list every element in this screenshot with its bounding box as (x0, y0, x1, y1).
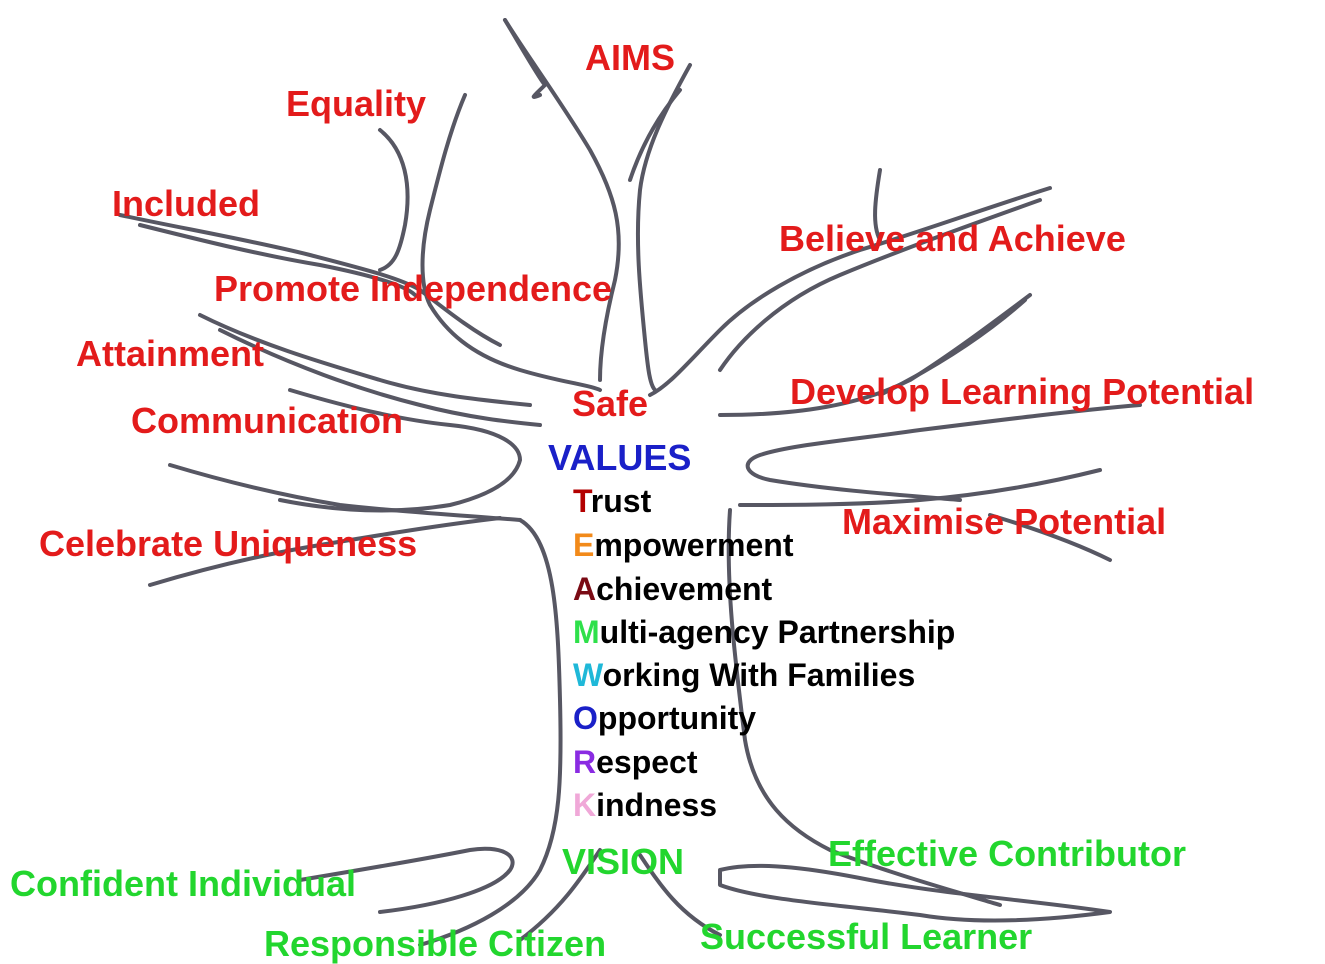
aim-promote-independence: Promote Independence (214, 268, 613, 309)
vision-confident-individual: Confident Individual (10, 863, 356, 904)
aim-included: Included (112, 183, 261, 224)
values-title: VALUES (548, 437, 692, 478)
value-rest: indness (596, 787, 718, 823)
value-rest: orking With Families (602, 657, 916, 693)
trunk-right-edge (726, 508, 1002, 907)
aim-believe-and-achieve: Believe and Achieve (779, 218, 1126, 259)
value-initial: A (573, 571, 597, 607)
vision-successful-learner: Successful Learner (700, 916, 1033, 957)
value-initial: O (573, 700, 598, 736)
branch-celebrate-lower (148, 516, 502, 587)
aim-celebrate-uniqueness: Celebrate Uniqueness (39, 523, 418, 564)
value-initial: R (573, 744, 597, 780)
value-rest: ulti-agency Partnership (599, 614, 956, 650)
branch-maximise-fork (988, 513, 1112, 562)
branch-aims-tip (503, 18, 547, 99)
branch-believe-upper (873, 168, 882, 242)
branch-maximise (745, 403, 1142, 502)
branch-believe (648, 186, 1052, 397)
vision-effective-contributor: Effective Contributor (828, 833, 1187, 874)
vision-title: VISION (562, 841, 685, 882)
branch-aims-right (635, 63, 692, 392)
value-initial: E (573, 527, 595, 563)
aims-title: AIMS (585, 37, 675, 78)
aim-attainment: Attainment (76, 333, 264, 374)
vision-responsible-citizen: Responsible Citizen (264, 923, 607, 964)
value-row: Kindness (573, 789, 717, 821)
aim-maximise-potential: Maximise Potential (842, 501, 1167, 542)
value-rest: rust (590, 483, 652, 519)
branch-equality (420, 93, 602, 392)
value-rest: pportunity (597, 700, 757, 736)
root-right (718, 863, 1112, 923)
branch-attainment (198, 313, 532, 407)
trunk-left-edge (418, 518, 563, 947)
value-rest: espect (596, 744, 698, 780)
branch-aims-left (503, 18, 621, 382)
root-mid2 (638, 853, 722, 937)
branch-aims-inner (628, 88, 682, 182)
value-row: Trust (573, 485, 651, 517)
root-left (298, 846, 515, 914)
value-row: Empowerment (573, 529, 793, 561)
branch-celebrate (168, 463, 522, 522)
root-mid (518, 848, 602, 942)
branch-attainment-lower (218, 328, 542, 427)
branch-included-lower (138, 223, 417, 297)
value-initial: M (573, 614, 600, 650)
aim-equality: Equality (286, 83, 427, 124)
value-row: Working With Families (573, 659, 915, 691)
branch-develop-lower (878, 298, 1027, 397)
aim-develop-learning-potential: Develop Learning Potential (790, 371, 1255, 412)
value-initial: K (573, 787, 597, 823)
branch-believe-lower (718, 198, 1042, 372)
aim-safe: Safe (572, 383, 649, 424)
value-rest: mpowerment (594, 527, 794, 563)
value-initial: T (573, 483, 591, 519)
aim-communication: Communication (131, 400, 404, 441)
value-rest: chievement (596, 571, 773, 607)
branch-maximise-lower (738, 468, 1102, 507)
branch-equality-fork (378, 128, 410, 272)
branch-included (118, 213, 502, 347)
value-row: Multi-agency Partnership (573, 616, 955, 648)
value-row: Achievement (573, 573, 772, 605)
value-row: Respect (573, 746, 698, 778)
value-row: Opportunity (573, 702, 756, 734)
value-initial: W (573, 657, 603, 693)
